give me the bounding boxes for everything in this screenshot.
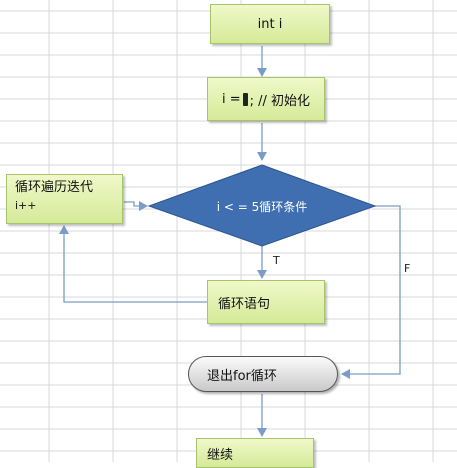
iterate-box: 循环遍历迭代 i++: [6, 174, 123, 224]
exit-loop-terminal: 退出for循环: [188, 356, 338, 392]
init-prefix: i =: [221, 91, 241, 107]
continue-box: 继续: [196, 438, 314, 468]
continue-text: 继续: [207, 447, 234, 463]
iterate-line-1: 循环遍历迭代: [15, 180, 94, 195]
edge-label-false: F: [404, 262, 411, 275]
arrow-condition-false-to-exit: [341, 205, 401, 379]
iterate-line-2: i++: [15, 199, 37, 212]
exit-loop-text: 退出for循环: [207, 368, 277, 384]
condition-label: i < = 5循环条件: [217, 200, 308, 214]
arrow-body-to-iterate: [59, 225, 207, 303]
declare-text: int i: [257, 16, 283, 32]
loop-body-text: 循环语句: [218, 296, 271, 312]
condition-diamond: [147, 164, 377, 247]
init-suffix: ; // 初始化: [249, 93, 311, 109]
edge-label-true: T: [273, 254, 280, 267]
arrow-iterate-to-condition: [124, 201, 148, 211]
loop-body-box: 循环语句: [207, 280, 325, 324]
declare-box: int i: [210, 4, 330, 44]
init-box: i = ; // 初始化: [207, 77, 325, 121]
text-cursor: [242, 92, 248, 106]
